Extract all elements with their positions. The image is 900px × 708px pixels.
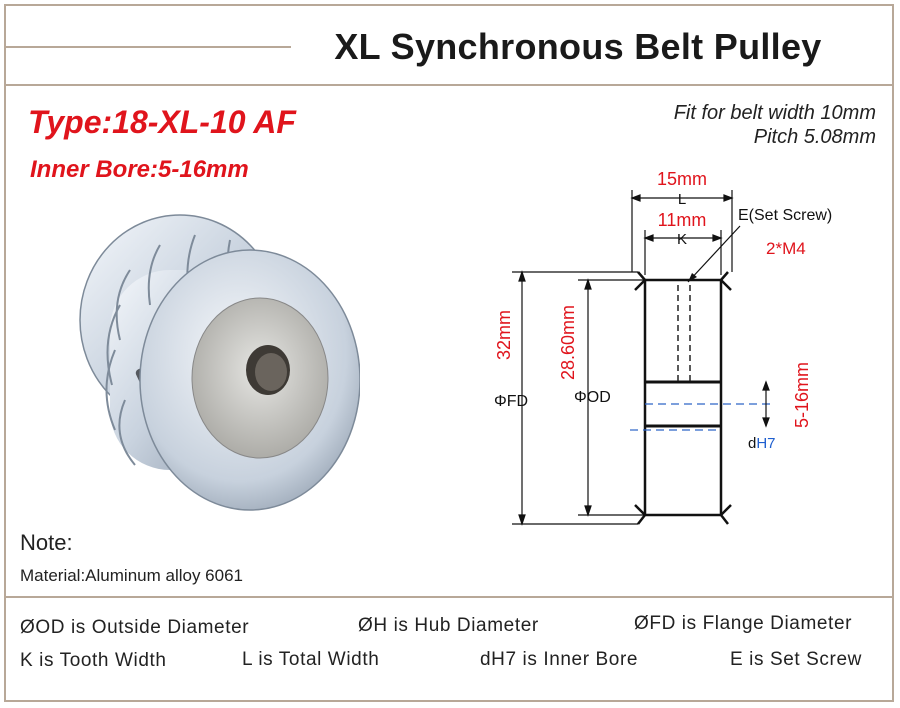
bore-hidden-lines	[630, 403, 770, 431]
width-l-dimension	[630, 190, 734, 272]
tooth-width-symbol: K	[677, 231, 687, 248]
total-width-value: 15mm	[657, 169, 707, 189]
page-title: XL Synchronous Belt Pulley	[334, 26, 822, 67]
def-total-width: L is Total Width	[242, 649, 380, 670]
bore-tolerance-d: d	[748, 435, 756, 452]
outer-frame	[4, 4, 894, 702]
def-tooth-width: K is Tooth Width	[20, 650, 167, 671]
bore-tolerance-h7: H7	[756, 435, 775, 452]
inner-bore-label: Inner Bore:5-16mm	[30, 156, 249, 183]
outside-diameter-value: 28.60mm	[558, 305, 578, 380]
material-text: Material:Aluminum alloy 6061	[20, 566, 243, 585]
set-screw-spec: 2*M4	[766, 239, 806, 258]
tooth-k-dimension	[643, 230, 723, 275]
bore-dimension	[762, 380, 770, 428]
note-title: Note:	[20, 530, 73, 555]
def-flange-diameter: ØFD is Flange Diameter	[634, 613, 853, 634]
outside-diameter-dimension	[578, 278, 645, 517]
set-screw-leader	[687, 225, 741, 283]
belt-width-text: Fit for belt width 10mm	[673, 102, 876, 124]
title-divider-bottom	[6, 84, 892, 86]
outside-diameter-symbol: ΦOD	[574, 389, 611, 406]
def-outside-diameter: ØOD is Outside Diameter	[20, 617, 250, 638]
belt-fit-info: Fit for belt width 10mm Pitch 5.08mm	[674, 101, 876, 149]
pulley-photo	[79, 214, 360, 511]
definitions-divider	[6, 596, 892, 598]
dimension-diagram: 15mm L 11mm K E(Set Screw) 2*M4 32mm ΦFD…	[494, 169, 832, 526]
flange-diameter-dimension	[512, 270, 638, 526]
flange-diameter-symbol: ΦFD	[494, 393, 528, 410]
pulley-outline	[634, 271, 732, 525]
total-width-symbol: L	[678, 191, 686, 208]
def-inner-bore: dH7 is Inner Bore	[480, 649, 639, 670]
tooth-width-value: 11mm	[658, 210, 707, 230]
bore-inner	[255, 353, 287, 391]
bore-range-value: 5-16mm	[792, 362, 812, 428]
pitch-text: Pitch 5.08mm	[753, 126, 876, 148]
def-hub-diameter: ØH is Hub Diameter	[358, 615, 539, 636]
type-label: Type:18-XL-10 AF	[28, 104, 296, 140]
set-screw-hole	[677, 285, 691, 382]
bore-tolerance: dH7	[748, 435, 776, 452]
flange-diameter-value: 32mm	[494, 310, 514, 360]
def-set-screw: E is Set Screw	[730, 649, 862, 670]
title-divider-left	[6, 46, 291, 48]
set-screw-label: E(Set Screw)	[738, 207, 832, 224]
set-screw-arrowhead	[688, 273, 697, 282]
